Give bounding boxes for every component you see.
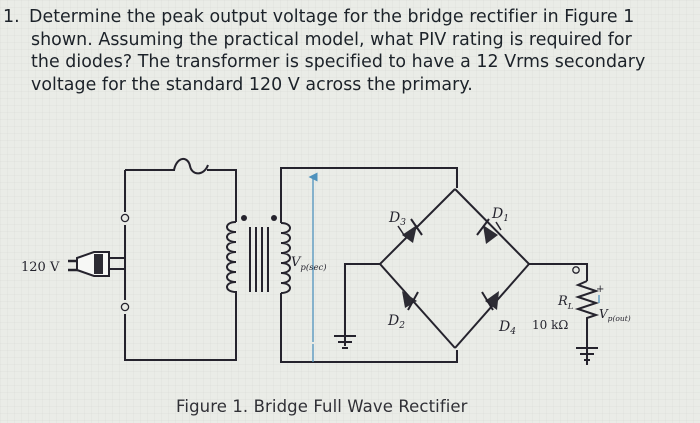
circuit-labels: Vp(sec) D3 D1 D2 D4 RL 10 kΩ Vp(out) + [291, 206, 631, 337]
primary-top-wire [125, 169, 237, 222]
d2-label: D2 [387, 313, 405, 331]
load-resistor-label: RL [557, 294, 574, 312]
transformer-dot-primary [241, 215, 247, 221]
d4-label: D4 [498, 319, 516, 337]
primary-left-wire [124, 170, 237, 361]
power-plug-icon [68, 251, 110, 277]
bridge-rectifier-circuit-diagram: 120 V [21, 158, 631, 365]
terminal-markers [120, 213, 580, 312]
figure-caption: Figure 1. Bridge Full Wave Rectifier [176, 397, 468, 416]
question-number: 1. [3, 7, 20, 27]
question-line-2: shown. Assuming the practical model, wha… [31, 29, 632, 50]
question-line-4: voltage for the standard 120 V across th… [31, 74, 473, 95]
diode-d4 [481, 291, 499, 311]
secondary-wiring [280, 167, 600, 365]
measurement-arrows [308, 172, 600, 362]
output-voltage-label: Vp(out) [599, 307, 631, 323]
question-text: 1. Determine the peak output voltage for… [3, 6, 693, 96]
fuse-symbol [173, 158, 209, 175]
diode-d3 [397, 218, 423, 243]
ground-symbols [334, 335, 598, 361]
question-line-3: the diodes? The transformer is specified… [31, 52, 646, 72]
primary-coil [226, 221, 237, 298]
diode-d2 [402, 291, 419, 311]
load-resistor-value: 10 kΩ [532, 318, 568, 332]
d1-label: D1 [491, 206, 509, 224]
transformer-dot-secondary [271, 215, 277, 221]
secondary-coil [280, 222, 291, 294]
bridge-diodes [397, 218, 502, 311]
primary-circuit [105, 158, 237, 361]
d3-label: D3 [388, 210, 406, 228]
source-voltage-label: 120 V [21, 260, 60, 275]
secondary-voltage-label: Vp(sec) [291, 255, 327, 273]
output-plus-sign: + [596, 284, 604, 295]
transformer-symbol [226, 221, 291, 298]
question-line-1: Determine the peak output voltage for th… [29, 7, 635, 27]
diode-d1 [476, 218, 502, 244]
question-body: Determine the peak output voltage for th… [29, 6, 646, 96]
